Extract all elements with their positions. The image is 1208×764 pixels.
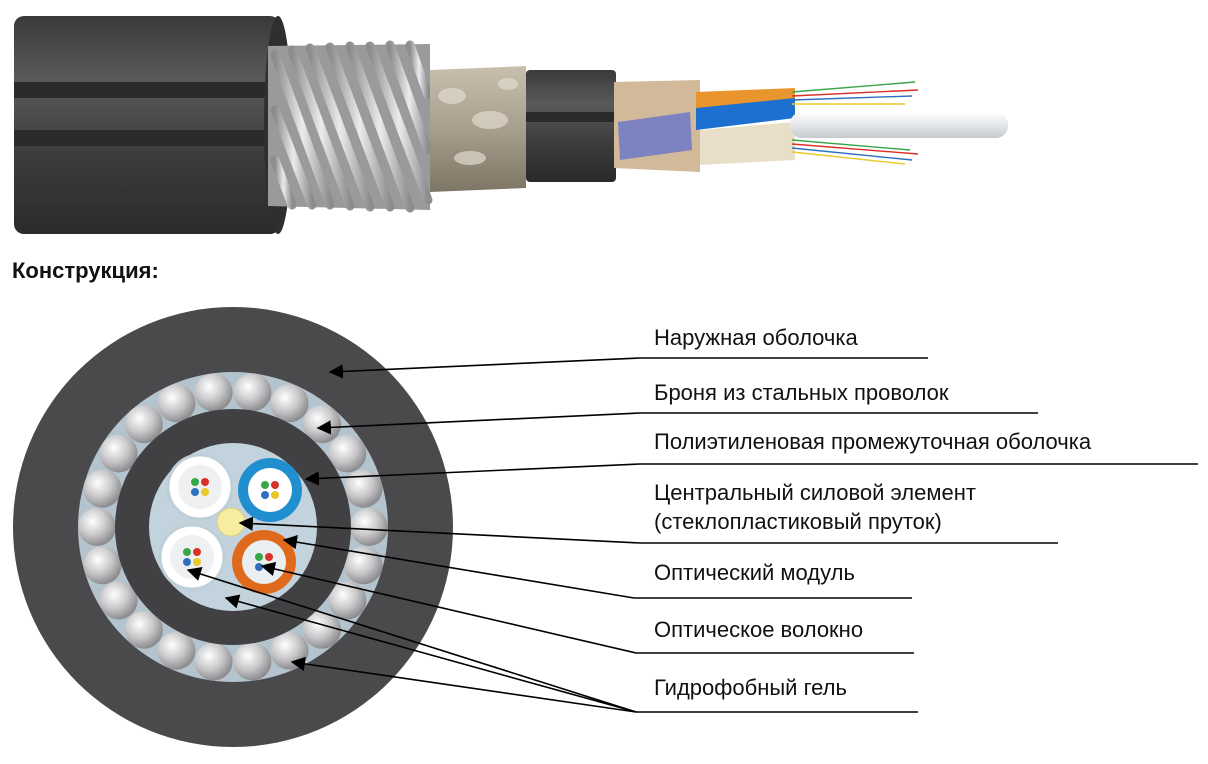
optical-fiber	[271, 481, 279, 489]
leader-optical-fiber	[260, 561, 637, 654]
cable-cutaway-illustration	[14, 16, 1008, 234]
label-central-member-line1: Центральный силовой элемент	[654, 480, 976, 505]
armor-wire	[194, 373, 233, 412]
optical-fiber	[255, 563, 263, 571]
armor-wire	[350, 508, 388, 546]
optical-fiber	[191, 488, 199, 496]
label-optical-fiber: Оптическое волокно	[654, 617, 864, 642]
optical-fiber	[193, 558, 201, 566]
armor-wire-balls	[78, 373, 388, 681]
armor-wire	[157, 631, 196, 670]
armor-wire	[344, 469, 383, 508]
leader-intermediate-sheath	[304, 463, 641, 486]
armor-wire	[233, 642, 272, 681]
armor-wire	[78, 508, 116, 546]
central-rod-segment	[790, 112, 1008, 138]
leader-armor	[316, 412, 641, 435]
optical-fiber	[261, 491, 269, 499]
optical-fiber	[201, 488, 209, 496]
jacket-stripe-bottom	[14, 130, 280, 146]
armor-wire	[124, 405, 163, 444]
optical-fiber	[271, 491, 279, 499]
optical-fiber	[255, 553, 263, 561]
cable-cross-section	[13, 307, 453, 747]
optical-fiber	[191, 478, 199, 486]
central-strength-member	[216, 507, 246, 537]
optical-fiber	[265, 553, 273, 561]
label-optical-module: Оптический модуль	[654, 560, 855, 585]
leader-gel-3	[290, 656, 637, 713]
inner-sheath-segment	[526, 70, 616, 182]
armor-wire	[124, 610, 163, 649]
module-white-segment	[700, 122, 795, 165]
armor-wire	[83, 546, 122, 585]
armor-wire	[270, 384, 309, 423]
optical-fiber	[261, 481, 269, 489]
armor-wire	[303, 610, 342, 649]
armor-wire	[194, 642, 233, 681]
optical-module-white-1	[166, 453, 234, 521]
leader-outer-sheath	[328, 357, 641, 379]
optical-fiber	[183, 548, 191, 556]
module-blue-segment	[696, 98, 795, 130]
armor-wire	[328, 434, 367, 473]
fibers-segment	[791, 81, 919, 165]
section-heading: Конструкция:	[12, 258, 159, 283]
armor-wire	[344, 546, 383, 585]
leader-gel-2	[224, 594, 637, 713]
optical-fiber	[201, 478, 209, 486]
outer-jacket-segment	[14, 16, 280, 234]
armor-wire	[99, 434, 138, 473]
label-outer-sheath: Наружная оболочка	[654, 325, 858, 350]
optical-module-white-2	[158, 523, 226, 591]
label-intermediate-sheath: Полиэтиленовая промежуточная оболочка	[654, 429, 1092, 454]
leader-optical-module	[282, 535, 635, 599]
jacket-stripe-top	[14, 82, 280, 98]
leader-central-member	[238, 516, 641, 544]
armor-wire	[328, 581, 367, 620]
armor-wire	[83, 469, 122, 508]
optical-module-blue	[238, 458, 302, 522]
armor-wire	[157, 384, 196, 423]
armor-wires-segment	[268, 40, 433, 213]
optical-fiber	[193, 548, 201, 556]
armor-wire	[233, 373, 272, 412]
leader-gel-1	[186, 567, 637, 713]
label-armor: Броня из стальных проволок	[654, 380, 949, 405]
armor-wire	[99, 581, 138, 620]
label-central-member-line2: (стеклопластиковый пруток)	[654, 509, 942, 534]
label-gel: Гидрофобный гель	[654, 675, 847, 700]
leader-lines	[186, 357, 1198, 713]
optical-fiber	[183, 558, 191, 566]
